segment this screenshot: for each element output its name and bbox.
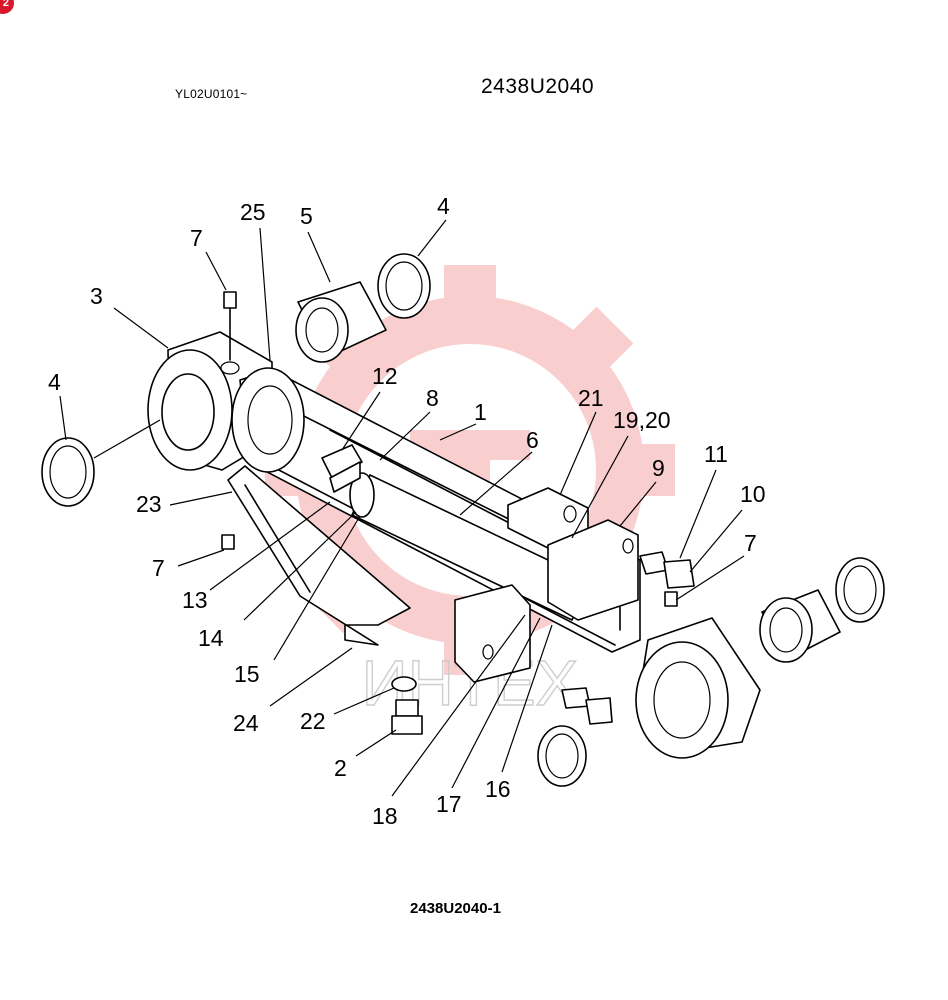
part-label-14: 14 xyxy=(198,625,224,651)
part-labels: 3 7 25 5 4 4 12 8 1 6 21 19,20 9 11 10 7… xyxy=(48,193,766,829)
part-label-6: 6 xyxy=(526,427,539,453)
figure-id: 2438U2040-1 xyxy=(410,900,501,917)
corner-badge: 2 xyxy=(0,0,14,14)
bolt-lower xyxy=(561,687,613,725)
leader-lines xyxy=(59,219,745,797)
part-label-16: 16 xyxy=(485,776,511,802)
part-label-23: 23 xyxy=(136,491,162,517)
part-label-17: 17 xyxy=(436,791,462,817)
lower-bracket xyxy=(454,584,531,683)
part-label-8: 8 xyxy=(426,385,439,411)
part-label-10: 10 xyxy=(740,481,766,507)
swing-arm xyxy=(227,465,411,646)
part-label-18: 18 xyxy=(372,803,398,829)
part-label-4: 4 xyxy=(48,369,61,395)
part-label-19-20: 19,20 xyxy=(613,407,671,433)
part-label-5: 5 xyxy=(300,203,313,229)
part-label-21: 21 xyxy=(578,385,604,411)
seal-ring-left xyxy=(41,437,95,507)
part-label-13: 13 xyxy=(182,587,208,613)
part-label-15: 15 xyxy=(234,661,260,687)
pin xyxy=(321,444,363,493)
part-label-9: 9 xyxy=(652,455,665,481)
part-label-7: 7 xyxy=(190,225,203,251)
part-label-7: 7 xyxy=(152,555,165,581)
drawing-number: 2438U2040 xyxy=(481,75,595,98)
part-label-2: 2 xyxy=(334,755,347,781)
seal-ring-right xyxy=(835,557,885,623)
part-label-24: 24 xyxy=(233,710,259,736)
grease-nipple-left xyxy=(221,534,235,550)
drain-plug xyxy=(391,699,423,735)
bracket-plate xyxy=(547,519,639,621)
part-label-7: 7 xyxy=(744,530,757,556)
washer xyxy=(391,676,417,692)
part-label-4: 4 xyxy=(437,193,450,219)
bushing-right xyxy=(759,589,841,663)
part-label-3: 3 xyxy=(90,283,103,309)
serial-range: YL02U0101~ xyxy=(175,87,248,101)
bushing-upper xyxy=(295,281,387,363)
grease-nipple-top xyxy=(223,291,237,361)
part-label-1: 1 xyxy=(474,399,487,425)
seal-ring-lower xyxy=(537,725,587,787)
seal-ring-upper xyxy=(377,253,431,319)
right-end-roller xyxy=(635,617,761,759)
part-label-11: 11 xyxy=(704,441,728,467)
part-label-22: 22 xyxy=(300,708,326,734)
bolt-upper xyxy=(639,551,695,589)
cylinder xyxy=(349,472,591,621)
part-label-25: 25 xyxy=(240,199,266,225)
part-label-12: 12 xyxy=(372,363,398,389)
grease-nipple-right xyxy=(664,591,678,607)
